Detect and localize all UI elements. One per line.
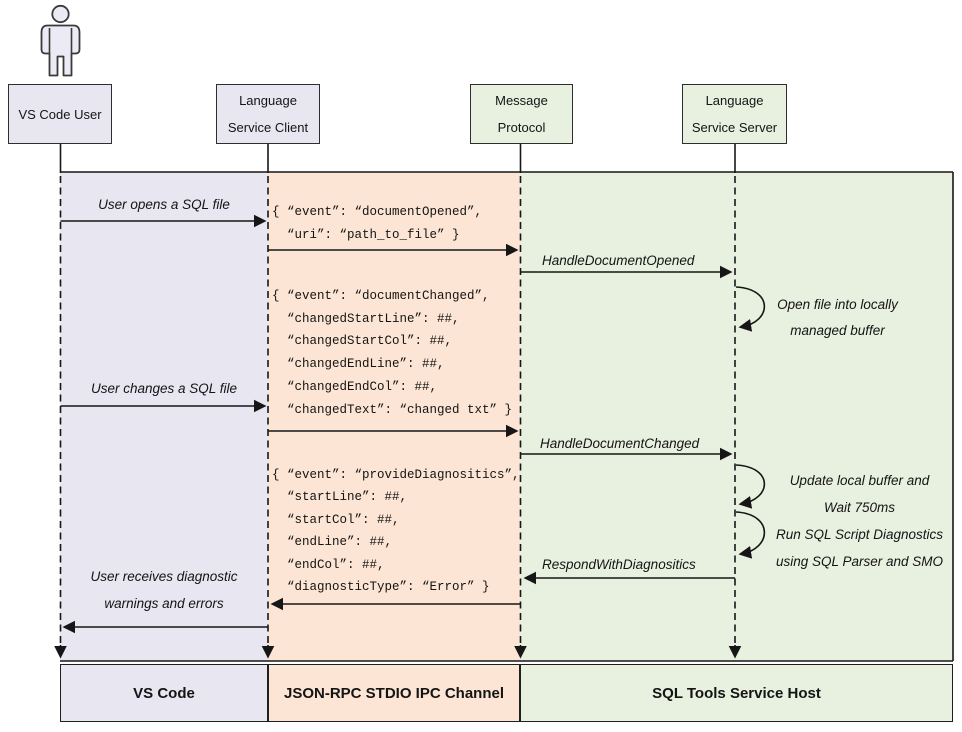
note-update-buffer: Update local buffer and Wait 750ms [789,473,930,515]
actor-label-line2: Service Client [227,120,309,135]
person-actor-icon [40,4,81,77]
note-open-buffer: Open file into locally managed buffer [777,297,898,338]
actor-label-line1: Language [239,93,297,108]
label-handle-document-changed: HandleDocumentChanged [540,436,700,451]
lane-title-channel: JSON-RPC STDIO IPC Channel [268,664,520,722]
lane-host-background [520,172,953,661]
actor-label-line2: Service Server [691,120,778,135]
payload-document-opened: { “event”: “documentOpened”, “uri”: “pat… [272,205,483,242]
actor-box-language-service-server: Language Service Server [682,84,787,144]
label-respond-with-diagnostics: RespondWithDiagnositics [542,557,696,572]
actor-box-language-service-client: Language Service Client [216,84,320,144]
actor-label: VS Code User [18,106,102,122]
lane-title-vscode: VS Code [60,664,268,722]
label-user-opens-file: User opens a SQL file [98,197,230,212]
lane-title-host: SQL Tools Service Host [520,664,953,722]
note-run-diagnostics: Run SQL Script Diagnostics using SQL Par… [775,527,944,569]
label-handle-document-opened: HandleDocumentOpened [542,253,695,268]
actor-label-line1: Language [705,93,764,108]
actor-box-message-protocol: Message Protocol [470,84,573,144]
payload-provide-diagnostics: { “event”: “provideDiagnositics”, “start… [272,468,520,595]
actor-label-line1: Message [495,93,548,108]
lane-channel-background [268,172,520,661]
actor-label-line2: Protocol [497,120,546,135]
lane-vscode-background [60,172,268,661]
payload-document-changed: { “event”: “documentChanged”, “changedSt… [272,289,513,417]
label-user-changes-file: User changes a SQL file [90,381,238,396]
label-user-receives-line1: User receives diagnostic [90,569,238,584]
actor-box-vscode-user: VS Code User [8,84,112,144]
label-user-receives-line2: warnings and errors [104,596,224,611]
